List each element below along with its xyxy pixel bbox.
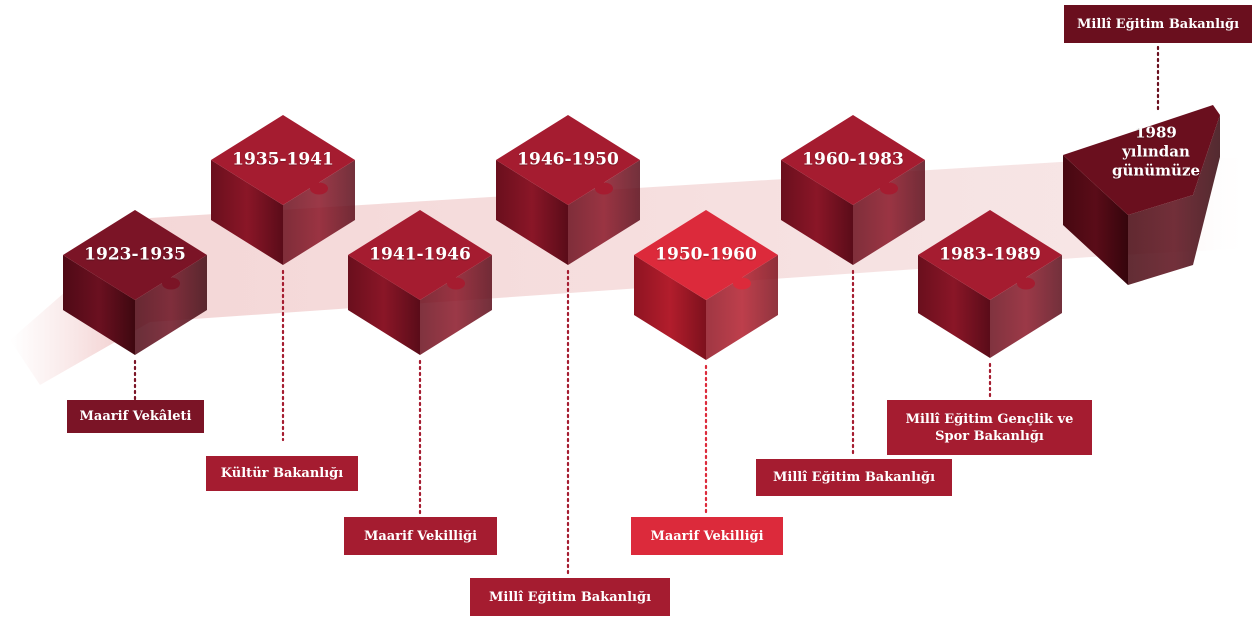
block-side-right	[568, 160, 640, 265]
ministry-label: Maarif Vekilliği	[631, 517, 783, 555]
puzzle-knob	[310, 182, 328, 195]
block-side-left	[211, 160, 283, 265]
puzzle-knob	[162, 277, 180, 290]
block-side-left	[348, 255, 420, 355]
block-side-left	[634, 255, 706, 360]
timeline-block	[348, 210, 492, 355]
block-side-right	[1128, 115, 1220, 285]
block-year-range: 1941-1946	[369, 244, 471, 265]
puzzle-knob	[733, 277, 751, 290]
ministry-label: Kültür Bakanlığı	[206, 456, 358, 491]
block-side-right	[990, 255, 1062, 358]
timeline-block	[918, 210, 1062, 358]
block-year-range: 1950-1960	[655, 244, 757, 265]
puzzle-knob	[1017, 277, 1035, 290]
timeline-block	[781, 115, 925, 265]
block-year-range: 1989 yılından günümüze	[1111, 123, 1201, 180]
block-top-face	[1063, 105, 1220, 215]
block-side-right	[420, 255, 492, 355]
block-year-range: 1923-1935	[84, 244, 186, 265]
timeline-block	[211, 115, 355, 265]
block-side-left	[496, 160, 568, 265]
block-side-left	[1063, 155, 1128, 285]
timeline-block	[63, 210, 207, 355]
ministry-label: Millî Eğitim Gençlik ve Spor Bakanlığı	[887, 400, 1092, 455]
puzzle-knob	[880, 182, 898, 195]
block-year-range: 1946-1950	[517, 149, 619, 170]
block-side-right	[135, 255, 207, 355]
block-side-right	[853, 160, 925, 265]
ministry-label: Maarif Vekâleti	[67, 400, 204, 433]
block-side-left	[63, 255, 135, 355]
ministry-label: Maarif Vekilliği	[344, 517, 497, 555]
timeline-block	[1063, 105, 1220, 285]
block-year-range: 1935-1941	[232, 149, 334, 170]
block-side-right	[283, 160, 355, 265]
puzzle-knob	[595, 182, 613, 195]
ministry-label: Millî Eğitim Bakanlığı	[470, 578, 670, 616]
block-year-range: 1960-1983	[802, 149, 904, 170]
block-side-left	[918, 255, 990, 358]
ministry-label: Millî Eğitim Bakanlığı	[756, 459, 952, 496]
block-side-right	[706, 255, 778, 360]
puzzle-knob	[447, 277, 465, 290]
ministry-label: Millî Eğitim Bakanlığı	[1064, 5, 1252, 43]
timeline-block	[634, 210, 778, 360]
block-year-range: 1983-1989	[939, 244, 1041, 265]
timeline-block	[496, 115, 640, 265]
block-side-left	[781, 160, 853, 265]
